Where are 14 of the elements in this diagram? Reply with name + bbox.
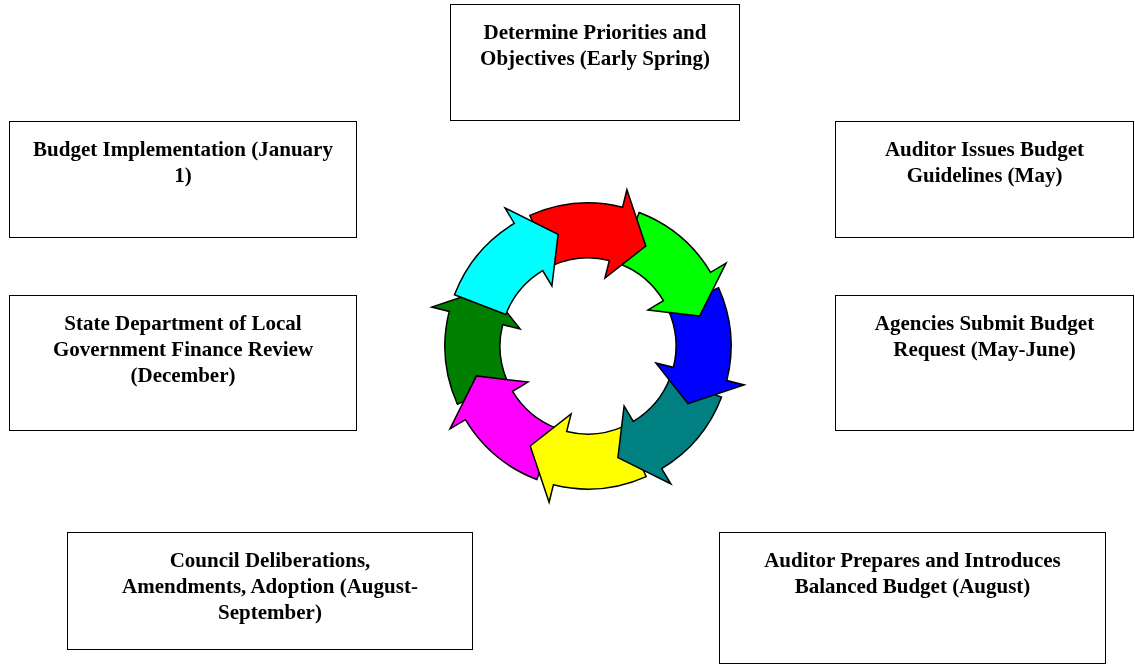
process-box bbox=[67, 532, 473, 650]
box-text: Determine Priorities and Objectives (Early Spring) bbox=[479, 19, 711, 71]
process-box bbox=[450, 4, 740, 121]
box-text: Auditor Prepares and Introduces Balanced Budget (August) bbox=[763, 547, 1062, 599]
process-box bbox=[719, 532, 1106, 664]
box-text: Council Deliberations, Amendments, Adoption (August-September) bbox=[121, 547, 419, 625]
process-box bbox=[9, 295, 357, 431]
box-text: State Department of Local Government Finance Review (December) bbox=[51, 310, 315, 388]
box-text: Budget Implementation (January 1) bbox=[33, 136, 333, 188]
process-box bbox=[835, 121, 1134, 238]
process-box bbox=[9, 121, 357, 238]
box-text: Agencies Submit Budget Request (May-June) bbox=[873, 310, 1096, 362]
process-box bbox=[835, 295, 1134, 431]
box-text: Auditor Issues Budget Guidelines (May) bbox=[883, 136, 1086, 188]
